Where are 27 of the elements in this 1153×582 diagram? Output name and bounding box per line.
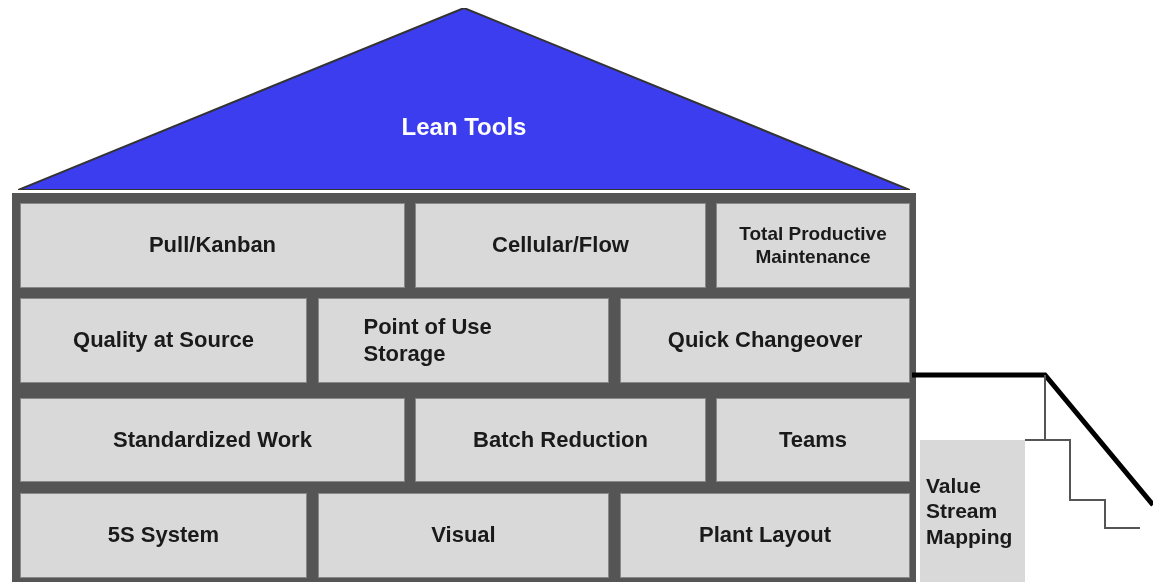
brick-box (716, 203, 910, 288)
roof-title: Lean Tools (401, 113, 527, 142)
tool-label: Cellular/Flow (492, 232, 629, 259)
brick-box (620, 493, 910, 578)
tool-label: Teams (778, 426, 848, 454)
step-block (920, 440, 1025, 582)
brick-box (20, 298, 307, 383)
tool-label: Quality at Source (73, 327, 254, 354)
brick-box (415, 203, 706, 288)
brick-box (20, 398, 405, 482)
brick-box (620, 298, 910, 383)
brick-box (415, 398, 706, 482)
brick-box (20, 203, 405, 288)
tool-label: Quick Changeover (667, 327, 863, 354)
tool-label: Pull/Kanban (148, 232, 277, 259)
brick-box (716, 398, 910, 482)
tool-label: 5S System (107, 522, 220, 549)
tool-label: Total Productive Maintenance (738, 222, 888, 269)
tool-label: Point of Use Storage (363, 314, 493, 367)
tool-label: Standardized Work (113, 426, 312, 454)
tool-label: Visual (431, 522, 496, 549)
tool-label: Batch Reduction (473, 426, 648, 454)
brick-box (318, 298, 609, 383)
brick-box (20, 493, 307, 578)
tool-label: Value Stream Mapping (926, 473, 1014, 549)
brick-box (318, 493, 609, 578)
tool-label: Plant Layout (699, 522, 831, 549)
